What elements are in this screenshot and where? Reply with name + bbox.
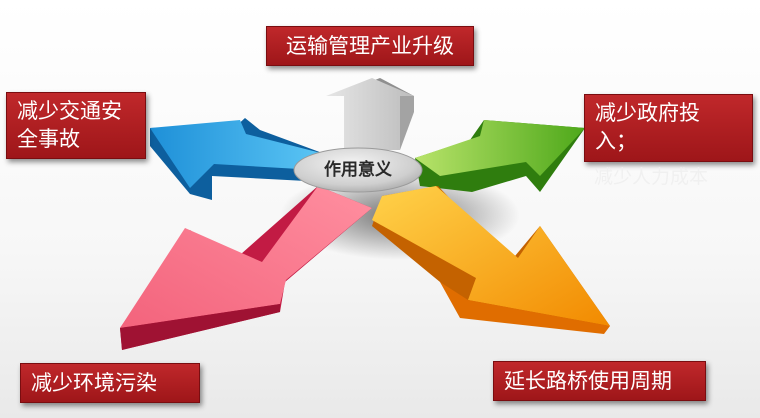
arrow-up: [326, 78, 414, 150]
arrow-left: [150, 118, 325, 200]
hub-ellipse: [293, 147, 423, 193]
node-left-line2: 全事故: [17, 127, 80, 151]
node-bottom-right: 延长路桥使用周期: [493, 361, 706, 401]
arrow-right: [415, 120, 585, 192]
node-top: 运输管理产业升级: [266, 26, 474, 66]
arrow-bottom-left: [120, 186, 372, 350]
node-right-overflow-text: 减少人力成本: [594, 166, 709, 188]
node-left-line1: 减少交通安: [17, 99, 122, 123]
node-bottom-right-text: 延长路桥使用周期: [504, 369, 672, 393]
center-label: 作用意义: [324, 160, 392, 180]
node-bottom-left: 减少环境污染: [20, 363, 200, 403]
arrow-bottom-right: [372, 186, 610, 334]
node-left: 减少交通安 全事故: [6, 92, 146, 159]
node-right: 减少政府投 入；: [584, 94, 753, 162]
node-right-line1: 减少政府投: [595, 101, 700, 125]
node-top-text: 运输管理产业升级: [286, 34, 454, 58]
node-right-line2: 入；: [595, 129, 637, 153]
node-bottom-left-text: 减少环境污染: [31, 371, 157, 395]
